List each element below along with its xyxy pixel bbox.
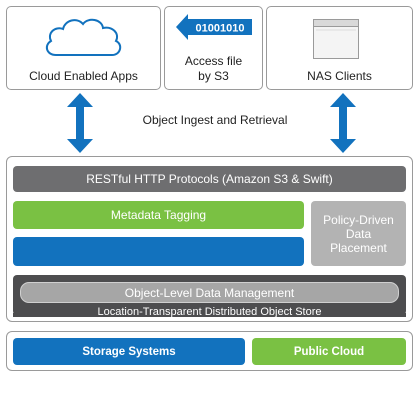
binary-arrow-icon: 01001010 (176, 14, 252, 40)
policy-line1: Policy-Driven (323, 212, 394, 227)
window-icon (313, 19, 359, 59)
policy-line2: Data (345, 226, 372, 241)
nas-clients-label: NAS Clients (307, 69, 372, 83)
left-double-arrow-icon (67, 93, 93, 153)
policy-placement-box: Policy-Driven Data Placement (311, 201, 406, 266)
object-store-panel: Object-Level Data Management (13, 275, 406, 315)
nas-clients-box: NAS Clients (266, 6, 413, 90)
s3-access-label-line1: Access file (184, 54, 243, 68)
restful-protocols-bar: RESTful HTTP Protocols (Amazon S3 & Swif… (13, 166, 406, 192)
right-double-arrow-icon (330, 93, 356, 153)
object-store-label-bg (13, 313, 406, 317)
object-store-label: Location-Transparent Distributed Object … (97, 306, 322, 318)
ingest-label: Object Ingest and Retrieval (142, 113, 288, 127)
object-level-management-bar: Object-Level Data Management (20, 282, 399, 303)
metadata-tagging-bar: Metadata Tagging (13, 201, 304, 229)
cloud-apps-label: Cloud Enabled Apps (29, 69, 138, 83)
storage-systems-bar: Storage Systems (13, 338, 245, 365)
cloud-icon (45, 18, 122, 56)
policy-line3: Placement (330, 240, 387, 255)
s3-access-label-line2: by S3 (198, 69, 229, 83)
binary-text: 01001010 (196, 23, 245, 35)
cloud-apps-box: Cloud Enabled Apps (6, 6, 161, 90)
public-cloud-bar: Public Cloud (252, 338, 406, 365)
blue-service-bar (13, 237, 304, 266)
s3-access-box: 01001010 Access file by S3 (164, 6, 263, 90)
